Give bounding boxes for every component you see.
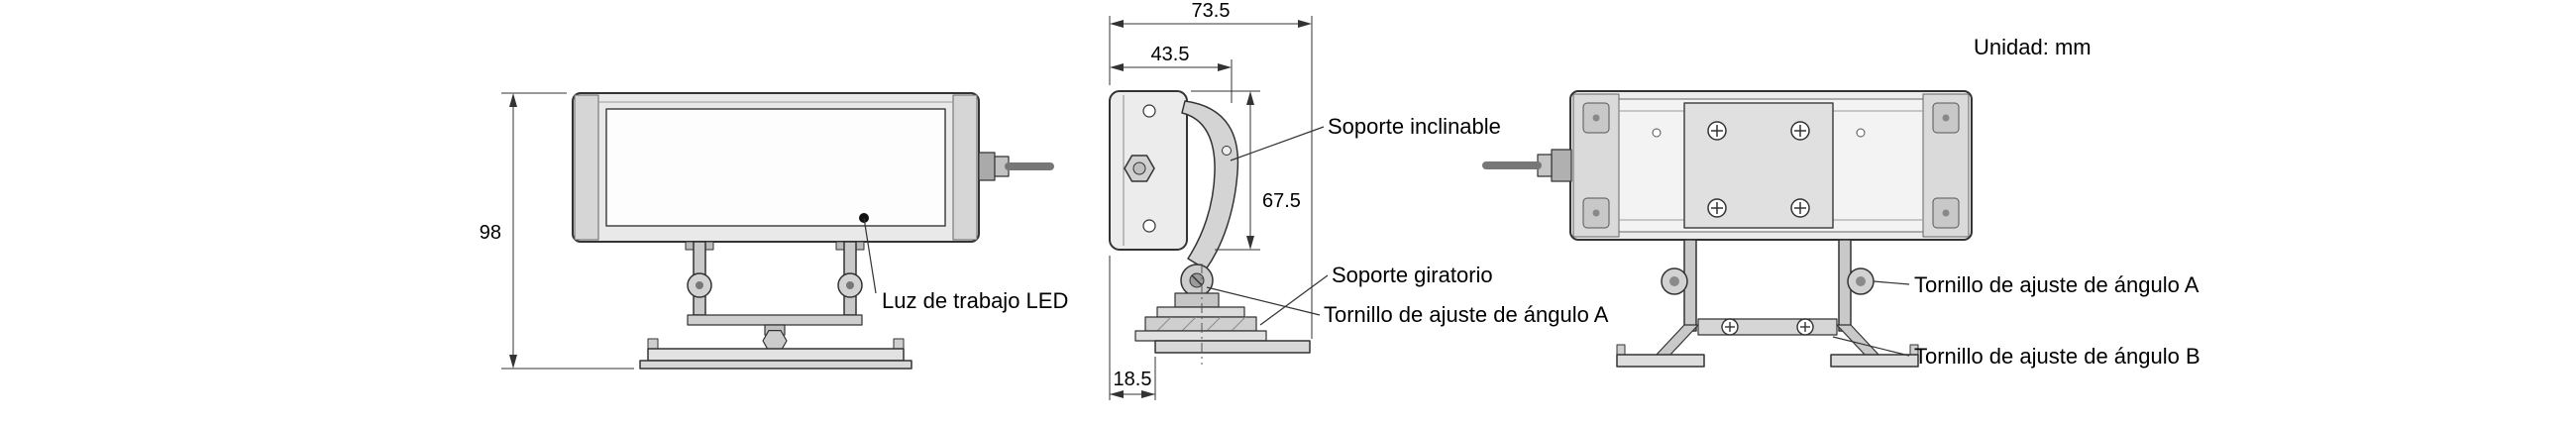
dim-43-5-label: 43.5 [1150, 44, 1190, 65]
rear-base-feet [1616, 344, 1919, 368]
front-end-cap-left [574, 94, 599, 241]
leader-angle-screw-a-side [1206, 286, 1321, 316]
rear-cable-gland [1482, 149, 1572, 182]
dim-18-5-label: 18.5 [1113, 369, 1152, 390]
side-pivot [1180, 264, 1214, 297]
rear-view [1482, 90, 1973, 368]
side-screw-top-icon [1142, 104, 1156, 118]
front-cable-gland [978, 152, 1054, 181]
front-mount-bracket [639, 241, 912, 370]
dim-73-5-label: 73.5 [1191, 0, 1231, 22]
rear-angle-screw-a-right-icon [1847, 267, 1875, 295]
leader-swivel-bracket [1259, 274, 1329, 326]
front-end-cap-right [952, 94, 978, 241]
front-angle-screw-right-icon [837, 272, 863, 298]
angle-screw-a-side-label: Tornillo de ajuste de ángulo A [1324, 302, 1609, 327]
rear-end-cap-right [1922, 93, 1970, 238]
side-swivel-base [1134, 264, 1311, 365]
dim-67-5-label: 67.5 [1262, 190, 1301, 212]
rear-center-plate [1683, 102, 1834, 229]
dim-43-5 [1110, 59, 1233, 103]
led-work-light-label: Luz de trabajo LED [882, 288, 1069, 313]
leader-angle-screw-a-rear [1873, 280, 1910, 285]
side-view [1109, 16, 1329, 400]
dim-67-5 [1191, 90, 1260, 251]
side-light-body [1109, 90, 1188, 251]
front-view [501, 92, 1054, 370]
rear-swivel-plate [1697, 318, 1838, 336]
side-tilt-bracket [1181, 100, 1239, 270]
angle-screw-b-rear-label: Tornillo de ajuste de ángulo B [1914, 344, 2200, 369]
dim-73-5 [1109, 16, 1313, 339]
swivel-bracket-label: Soporte giratorio [1332, 263, 1493, 287]
side-screw-bottom-icon [1142, 219, 1156, 233]
rear-angle-screw-b-icons [1721, 318, 1814, 336]
leader-tilt-bracket [1230, 126, 1325, 161]
rear-angle-screw-a-left-icon [1661, 267, 1688, 295]
front-led-panel [605, 108, 946, 227]
rear-end-cap-left [1572, 93, 1620, 238]
dim-18-5 [1109, 256, 1156, 400]
rear-cross-screw-icons [1707, 121, 1810, 218]
angle-screw-a-rear-label: Tornillo de ajuste de ángulo A [1914, 272, 2200, 297]
rear-light-body [1569, 90, 1973, 241]
side-cable-gland-hex-icon [1124, 155, 1155, 182]
rear-mount-bracket [1616, 239, 1919, 368]
unit-note: Unidad: mm [1974, 35, 2092, 59]
leader-angle-screw-b-rear [1832, 336, 1910, 357]
led-leader [859, 213, 877, 294]
front-angle-screw-left-icon [687, 272, 712, 298]
front-light-body [572, 92, 980, 243]
tilt-bracket-label: Soporte inclinable [1328, 114, 1501, 139]
dim-98 [501, 92, 634, 370]
front-base-plate [639, 338, 912, 370]
dim-98-label: 98 [479, 222, 501, 244]
